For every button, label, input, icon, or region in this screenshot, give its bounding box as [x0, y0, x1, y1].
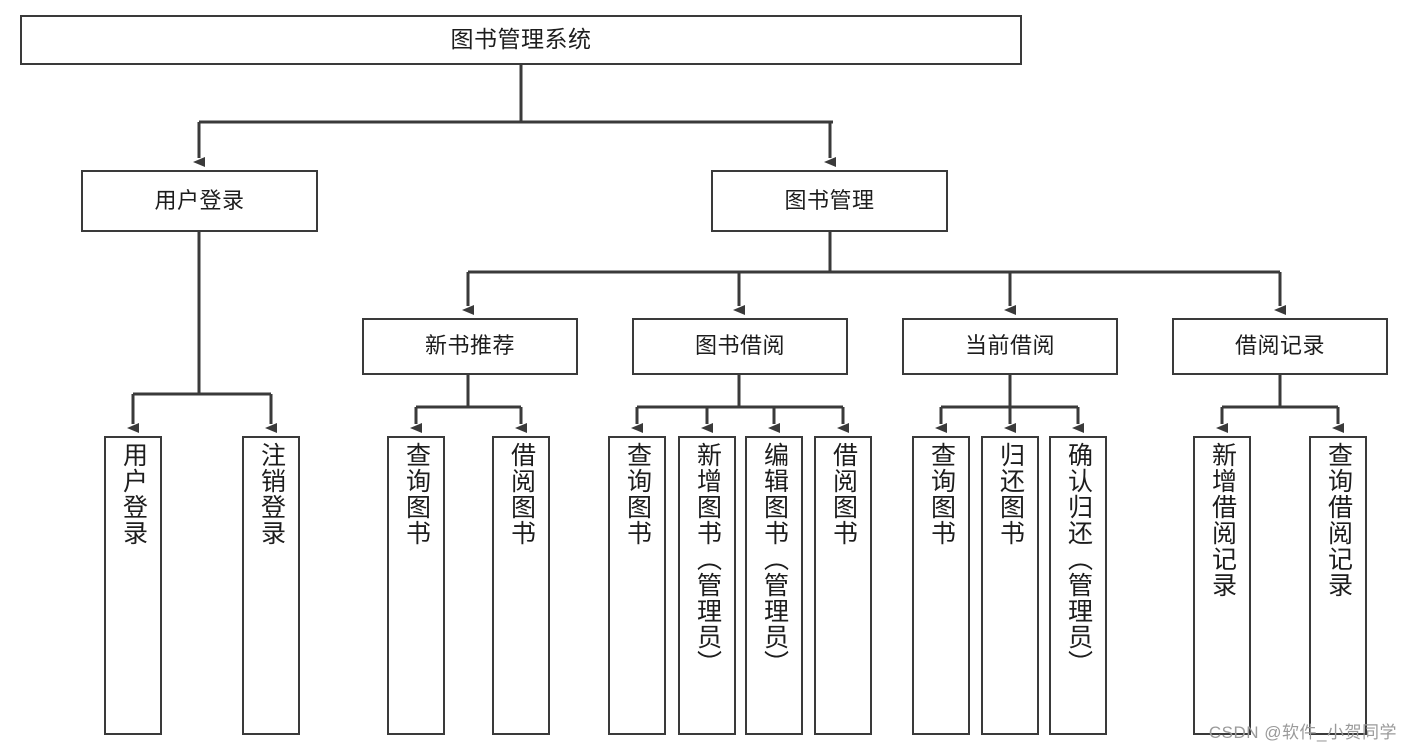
leaf-recommend-query-book[interactable]: 查询图书 [387, 436, 445, 735]
node-label: 查询借阅记录 [1324, 442, 1353, 598]
node-label: 用户登录 [154, 187, 245, 213]
node-label: 当前借阅 [964, 333, 1055, 359]
node-current-borrow[interactable]: 当前借阅 [902, 318, 1118, 375]
node-book-management[interactable]: 图书管理 [711, 170, 948, 232]
leaf-current-confirm-return-admin[interactable]: 确认归还（管理员） [1049, 436, 1107, 735]
node-root-system[interactable]: 图书管理系统 [20, 15, 1022, 65]
leaf-borrow-query-book[interactable]: 查询图书 [608, 436, 666, 735]
node-label: 新增借阅记录 [1208, 442, 1237, 598]
node-label: 注销登录 [257, 442, 286, 546]
node-label: 查询图书 [927, 442, 956, 546]
node-label: 借阅图书 [829, 442, 858, 546]
node-label: 图书管理系统 [450, 26, 592, 53]
node-label: 归还图书 [996, 442, 1025, 546]
leaf-recommend-borrow-book[interactable]: 借阅图书 [492, 436, 550, 735]
leaf-user-login-signin[interactable]: 用户登录 [104, 436, 162, 735]
leaf-current-query-book[interactable]: 查询图书 [912, 436, 970, 735]
node-label: 借阅图书 [507, 442, 536, 546]
leaf-record-query-record[interactable]: 查询借阅记录 [1309, 436, 1367, 735]
node-label: 编辑图书（管理员） [760, 442, 789, 676]
leaf-borrow-borrow-book[interactable]: 借阅图书 [814, 436, 872, 735]
watermark: CSDN @软件_小贺同学 [1208, 723, 1397, 742]
node-label: 新书推荐 [424, 333, 515, 359]
node-label: 查询图书 [623, 442, 652, 546]
node-label: 图书管理 [784, 187, 875, 213]
leaf-user-login-signout[interactable]: 注销登录 [242, 436, 300, 735]
node-label: 图书借阅 [694, 333, 785, 359]
node-label: 借阅记录 [1234, 333, 1325, 359]
node-book-borrow[interactable]: 图书借阅 [632, 318, 848, 375]
leaf-borrow-edit-book-admin[interactable]: 编辑图书（管理员） [745, 436, 803, 735]
node-label: 新增图书（管理员） [693, 442, 722, 676]
leaf-record-add-record[interactable]: 新增借阅记录 [1193, 436, 1251, 735]
leaf-borrow-add-book-admin[interactable]: 新增图书（管理员） [678, 436, 736, 735]
node-label: 确认归还（管理员） [1064, 442, 1093, 676]
node-user-login[interactable]: 用户登录 [81, 170, 318, 232]
node-new-book-recommend[interactable]: 新书推荐 [362, 318, 578, 375]
leaf-current-return-book[interactable]: 归还图书 [981, 436, 1039, 735]
node-label: 用户登录 [119, 442, 148, 546]
node-label: 查询图书 [402, 442, 431, 546]
node-borrow-record[interactable]: 借阅记录 [1172, 318, 1388, 375]
